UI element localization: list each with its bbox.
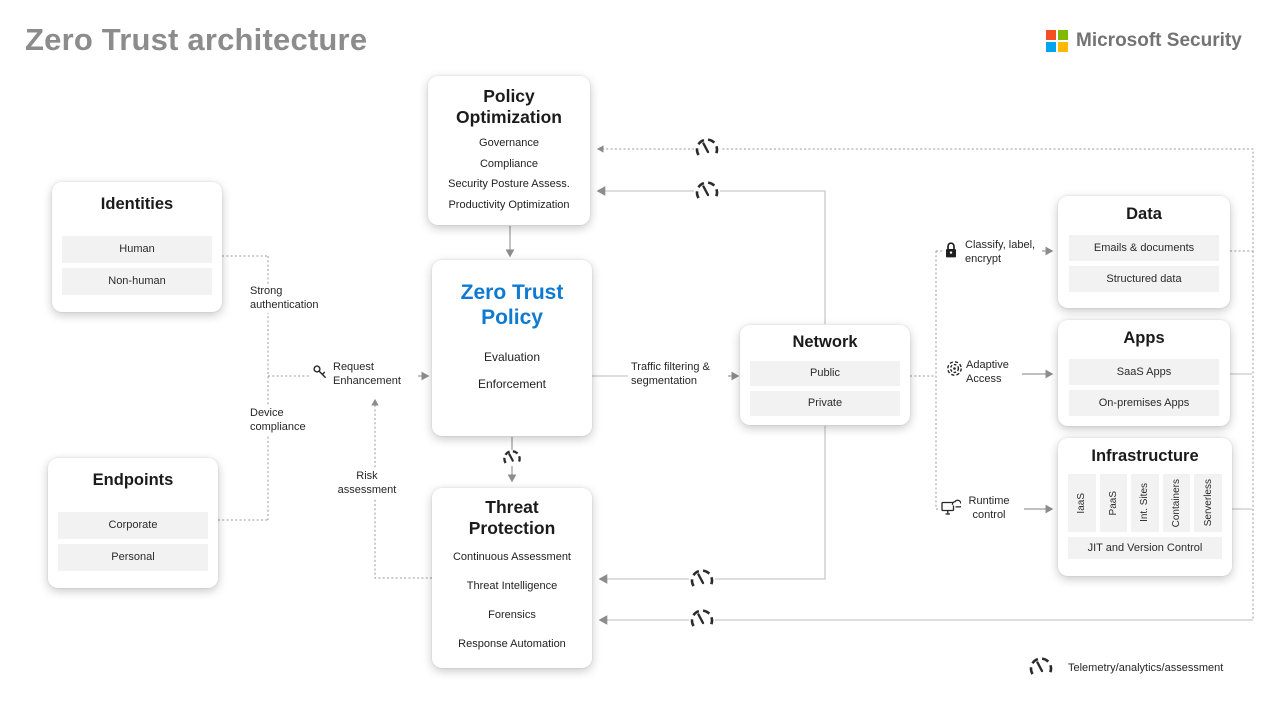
device-compliance-label: Device compliance (250, 406, 332, 435)
ztp-item: Evaluation (483, 350, 541, 365)
telemetry-gauge-icon (502, 450, 522, 466)
telemetry-gauge-icon (689, 569, 715, 590)
network-item: Private (750, 390, 900, 416)
key-icon (312, 364, 328, 385)
apps-item: SaaS Apps (1069, 358, 1219, 385)
infrastructure-title: Infrastructure (1091, 447, 1199, 465)
network-item: Public (750, 360, 900, 386)
risk-assessment-label: Risk assessment (334, 469, 400, 498)
threat-protection-title: Threat Protection (468, 497, 556, 538)
tp-item: Response Automation (458, 638, 566, 650)
endpoints-item: Corporate (58, 511, 208, 539)
traffic-filtering-label: Traffic filtering & segmentation (631, 360, 727, 389)
tp-item: Threat Intelligence (466, 580, 558, 592)
data-item: Emails & documents (1069, 234, 1219, 261)
identities-item: Non-human (62, 267, 212, 295)
data-item: Structured data (1069, 265, 1219, 292)
zero-trust-policy-title: Zero Trust Policy (460, 281, 564, 330)
page-title: Zero Trust architecture (25, 22, 368, 57)
data-title: Data (1126, 205, 1162, 223)
apps-title: Apps (1123, 329, 1165, 347)
legend-telemetry-label: Telemetry/analytics/assessment (1068, 662, 1224, 674)
endpoints-item: Personal (58, 543, 208, 571)
threat-protection-card: Threat Protection Continuous Assessment … (432, 488, 592, 668)
strong-authentication-label: Strong authentication (250, 284, 332, 313)
legend-gauge-icon (1028, 657, 1054, 678)
policy-optimization-title: Policy Optimization (456, 86, 562, 127)
infra-item: Containers (1162, 473, 1191, 532)
endpoints-title: Endpoints (92, 471, 174, 489)
network-title: Network (792, 333, 858, 351)
infra-footer: JIT and Version Control (1068, 536, 1222, 559)
identities-title: Identities (100, 195, 174, 213)
connector-network-to-tp (598, 426, 826, 584)
po-item: Productivity Optimization (448, 198, 570, 211)
po-item: Compliance (479, 157, 539, 170)
infra-item: PaaS (1099, 473, 1128, 532)
telemetry-gauge-icon (694, 138, 720, 159)
telemetry-gauge-icon (689, 609, 715, 630)
network-card: Network Public Private (740, 325, 910, 425)
fingerprint-icon (946, 360, 963, 382)
lock-icon (944, 241, 958, 264)
po-item: Security Posture Assess. (448, 178, 570, 190)
apps-card: Apps SaaS Apps On-premises Apps (1058, 320, 1230, 426)
infra-item: Serverless (1194, 473, 1222, 532)
ztp-item: Enforcement (477, 377, 547, 392)
infra-item: IaaS (1068, 473, 1096, 532)
endpoints-card: Endpoints Corporate Personal (48, 458, 218, 588)
adaptive-access-label: Adaptive Access (966, 359, 1009, 386)
identities-item: Human (62, 235, 212, 263)
data-card: Data Emails & documents Structured data (1058, 196, 1230, 308)
po-item: Governance (479, 137, 539, 149)
infra-item: Int. Sites (1131, 473, 1159, 532)
telemetry-gauge-icon (694, 181, 720, 202)
policy-optimization-card: Policy Optimization Governance Complianc… (428, 76, 590, 225)
runtime-control-icon (941, 498, 963, 521)
connector-network-right-split (910, 250, 943, 510)
classify-label-encrypt-label: Classify, label, encrypt (965, 239, 1036, 266)
tp-item: Continuous Assessment (452, 551, 571, 563)
connector-network-to-po (596, 186, 826, 324)
brand-name: Microsoft Security (1076, 30, 1242, 51)
runtime-control-label: Runtime control (968, 495, 1010, 522)
identities-card: Identities Human Non-human (52, 182, 222, 312)
zero-trust-policy-card: Zero Trust Policy Evaluation Enforcement (432, 260, 592, 436)
microsoft-security-logo: Microsoft Security (1046, 30, 1242, 52)
request-enhancement-label: Request Enhancement (333, 361, 401, 388)
microsoft-logo-icon (1046, 30, 1068, 52)
infrastructure-card: Infrastructure IaaS PaaS Int. Sites Cont… (1058, 438, 1232, 576)
tp-item: Forensics (488, 609, 536, 621)
apps-item: On-premises Apps (1069, 389, 1219, 416)
